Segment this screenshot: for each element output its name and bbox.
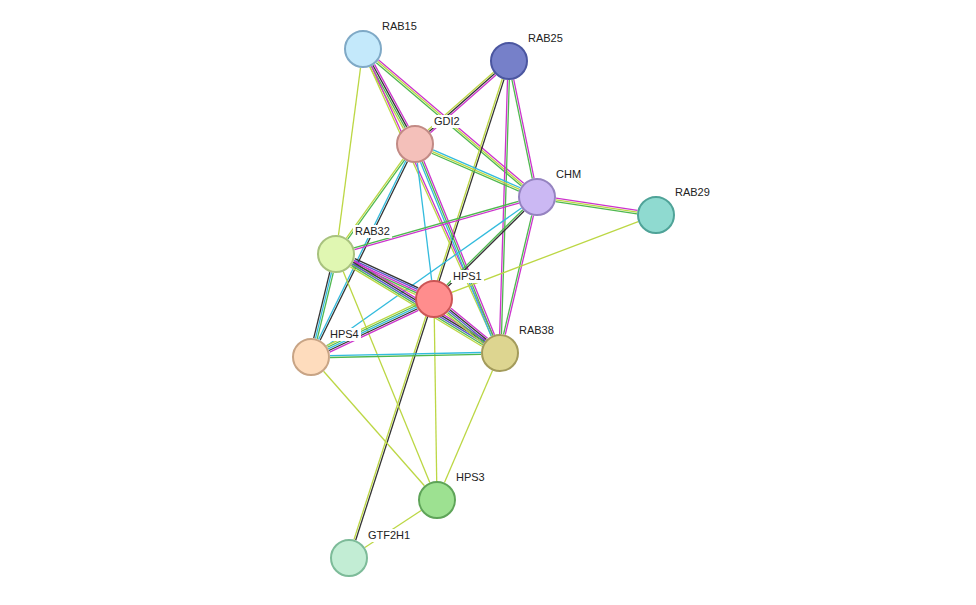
protein-node: RAB32 [317, 235, 355, 273]
evidence-line [452, 222, 638, 293]
evidence-line [329, 309, 418, 351]
evidence-line [327, 305, 416, 347]
interaction-edge [365, 510, 421, 547]
protein-node: RAB29 [637, 196, 675, 234]
evidence-line [324, 371, 425, 485]
interaction-edge [428, 72, 496, 133]
node-label: RAB15 [380, 20, 419, 33]
evidence-line [338, 68, 360, 235]
protein-node: HPS4 [292, 338, 330, 376]
evidence-line [354, 79, 502, 540]
evidence-line [352, 264, 483, 343]
evidence-line [446, 314, 483, 344]
evidence-line [432, 152, 519, 190]
evidence-line [432, 153, 519, 191]
interaction-edge [446, 308, 487, 344]
node-label: RAB38 [517, 324, 556, 337]
protein-node: HPS1 [415, 280, 453, 318]
evidence-line [444, 370, 492, 482]
interaction-edge [346, 159, 404, 239]
evidence-line [327, 304, 416, 346]
evidence-line [556, 198, 637, 210]
interaction-edge [354, 79, 504, 540]
interaction-edge [324, 371, 425, 485]
evidence-line [449, 311, 486, 341]
interaction-edge [327, 304, 419, 352]
interaction-edge [338, 68, 360, 235]
evidence-line [504, 215, 532, 334]
evidence-line [451, 308, 488, 338]
interaction-edge [447, 210, 524, 287]
evidence-line [372, 66, 493, 335]
interaction-edge [434, 318, 436, 481]
evidence-line [512, 80, 532, 179]
node-label: GTF2H1 [366, 529, 412, 542]
interaction-edge [512, 79, 534, 178]
node-label: GDI2 [432, 115, 462, 128]
protein-node: GDI2 [396, 125, 434, 163]
protein-node: RAB15 [344, 30, 382, 68]
evidence-line [330, 354, 481, 357]
interaction-edge [556, 198, 638, 214]
evidence-line [348, 160, 405, 239]
evidence-line [556, 200, 637, 212]
node-label: HPS3 [454, 471, 487, 484]
node-label: HPS4 [328, 328, 361, 341]
evidence-line [447, 210, 523, 285]
node-label: RAB25 [526, 32, 565, 45]
protein-node: HPS3 [418, 481, 456, 519]
evidence-line [556, 202, 637, 214]
node-label: CHM [554, 168, 583, 181]
interaction-edge [330, 353, 481, 358]
evidence-line [365, 510, 421, 547]
evidence-line [505, 216, 533, 335]
protein-node: RAB38 [481, 334, 519, 372]
evidence-line [328, 307, 417, 349]
evidence-line [346, 159, 403, 238]
interaction-edge [432, 150, 521, 191]
interaction-edge [352, 259, 418, 295]
evidence-line [434, 318, 436, 481]
evidence-line [450, 310, 487, 340]
evidence-line [448, 312, 485, 342]
protein-node: GTF2H1 [330, 539, 368, 577]
node-label: RAB32 [353, 225, 392, 238]
evidence-line [514, 79, 534, 178]
evidence-line [448, 211, 524, 286]
node-label: HPS1 [451, 270, 484, 283]
node-label: RAB29 [673, 186, 712, 199]
evidence-line [429, 74, 495, 132]
interaction-edge [504, 215, 534, 334]
evidence-line [430, 75, 496, 133]
interaction-edge [444, 370, 492, 482]
protein-node: CHM [518, 178, 556, 216]
protein-node: RAB25 [490, 42, 528, 80]
evidence-line [428, 72, 494, 130]
evidence-line [377, 61, 522, 184]
evidence-line [433, 150, 520, 188]
interaction-edge [452, 222, 638, 293]
